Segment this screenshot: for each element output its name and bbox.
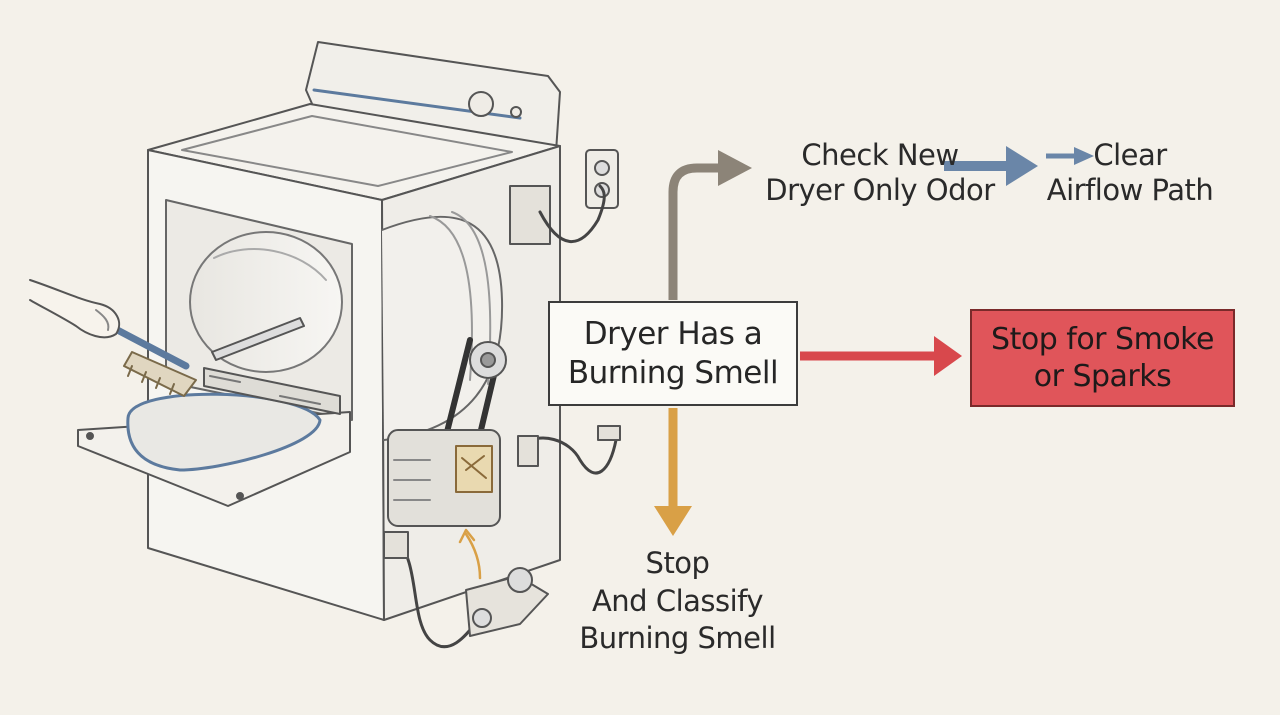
node-main-line-2: Burning Smell (567, 354, 779, 391)
node-stop-line-1: Stop for Smoke (991, 321, 1214, 357)
lint-brush-icon (102, 320, 197, 397)
node-clear-line-2: Airflow Path (1046, 172, 1214, 207)
clothes-dryer-icon (29, 41, 621, 649)
hand-icon (29, 279, 121, 339)
node-stop-and-classify: Stop And Classify Burning Smell (570, 545, 785, 658)
node-clear-line-1: Clear (1093, 138, 1167, 172)
arrow-to-check (668, 150, 752, 300)
node-check-line-2: Dryer Only Odor (765, 172, 995, 207)
node-burning-smell-box: Dryer Has a Burning Smell (548, 301, 798, 406)
power-cord-icon (383, 184, 621, 649)
arrow-to-stop-smoke (800, 336, 962, 376)
node-classify-line-1: Stop (645, 546, 710, 580)
node-stop-text: Stop for Smoke or Sparks (991, 321, 1214, 396)
node-check-new-dryer-odor: Check New Dryer Only Odor (760, 138, 1000, 208)
node-main-line-1: Dryer Has a (583, 315, 763, 352)
node-check-line-1: Check New (801, 138, 959, 172)
arrow-check-to-clear (944, 146, 1094, 186)
node-clear-airflow: Clear Airflow Path (1040, 138, 1220, 208)
node-classify-line-3: Burning Smell (579, 621, 776, 656)
motor-icon (387, 429, 501, 527)
wall-outlet-icon (509, 149, 619, 245)
node-classify-line-2: And Classify (591, 583, 764, 618)
node-stop-line-2: or Sparks (1033, 359, 1172, 394)
node-stop-smoke-sparks-box: Stop for Smoke or Sparks (970, 309, 1235, 407)
node-main-text: Dryer Has a Burning Smell (567, 315, 779, 393)
arrow-to-classify (654, 408, 692, 536)
